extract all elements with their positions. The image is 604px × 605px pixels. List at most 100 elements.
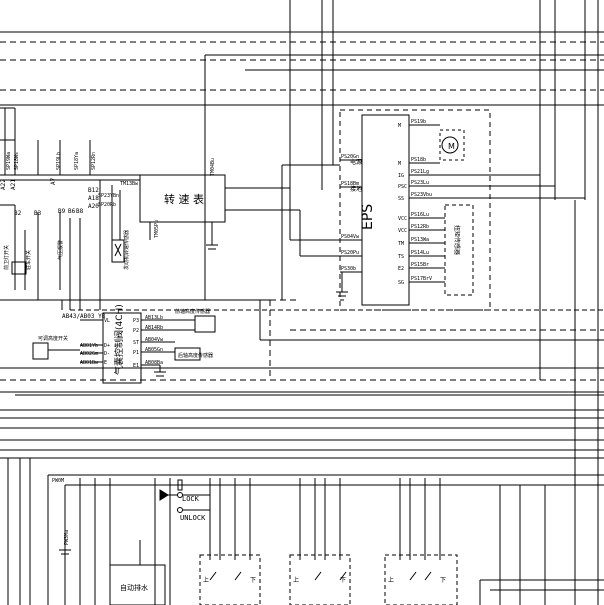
tachometer-wire-label: SP23YBn <box>98 193 119 199</box>
tachometer-pin-label: A18 <box>88 195 99 202</box>
eps-right-pin-name: E2 <box>398 266 404 272</box>
eps-right-pin-label: PS17BrV <box>411 276 432 282</box>
eps-left-pin-label: PS20Pu <box>341 250 359 256</box>
switch-box-1-down: 下 <box>250 577 256 584</box>
eps-left-function-label: 接地 <box>350 185 362 193</box>
bottom-wire-label-2: PW3Ma <box>64 530 70 545</box>
switch-box-3-up: 上 <box>388 576 394 584</box>
eps-right-pin-name: TS <box>398 254 404 260</box>
eps-right-pin-name: M <box>398 123 401 129</box>
eps-right-pin-name: PSC <box>398 184 407 190</box>
eps-left-pin-label: PS04Vw <box>341 234 360 240</box>
lower-left-pin-label: B3 <box>34 210 42 217</box>
air-ride-left-wire: AB01Bw <box>80 360 99 366</box>
eps-right-pin-label: PS23Vbu <box>411 192 432 198</box>
air-ride-left-pin: E <box>104 360 107 366</box>
air-ride-right-pin: E1 <box>133 363 139 369</box>
tachometer-wire-label: TM13Bw <box>120 181 139 187</box>
eps-right-pin-name: SS <box>398 196 404 202</box>
lower-left-pin-label: B6 <box>68 208 76 215</box>
eps-right-pin-label: PS16Lu <box>411 212 429 218</box>
eps-right-pin-label: PS19b <box>411 119 426 125</box>
switch-box-3-down: 下 <box>440 577 446 584</box>
eps-right-pin-name: TM <box>398 241 404 247</box>
air-ride-right-wire: AB14Rb <box>145 325 163 331</box>
eps-right-pin-name: VCC <box>398 216 407 222</box>
tachometer-pin-label: B12 <box>88 187 99 194</box>
switch-box-2-down: 下 <box>340 577 346 584</box>
air-ride-sensor-label: 可调高度开关 <box>38 335 68 342</box>
left-wire-label: SP19Wa <box>6 152 12 170</box>
eps-right-pin-name: M <box>398 161 401 167</box>
lower-left-component-label: 前卫灯开关 <box>3 245 10 270</box>
air-ride-sensor-label: 前轴高度传感器 <box>175 308 210 315</box>
left-wire-label: SP18Ya <box>74 152 80 170</box>
lower-left-pin-label: B8 <box>76 208 84 215</box>
lower-left-component-label: 发动机转速传感器 <box>123 230 130 270</box>
eps-label: EPS <box>360 204 376 230</box>
air-ride-right-wire: AB05Gn <box>145 347 163 353</box>
tachometer-wire-label: SP20Rb <box>98 202 116 208</box>
lower-left-pin-label: B9 <box>58 208 66 215</box>
eps-right-pin-label: PS13Wa <box>411 237 429 243</box>
switch-box-2-up: 上 <box>293 576 299 584</box>
air-ride-right-wire: AB08Ba <box>145 360 163 366</box>
eps-right-pin-name: SG <box>398 280 404 286</box>
eps-left-pin-label: PS18Bm <box>341 181 359 187</box>
tachometer-pin-label: A22 <box>0 179 7 190</box>
left-wire-label: SP18Ws <box>14 152 20 170</box>
switch-box-1-up: 上 <box>203 576 209 584</box>
motor-symbol: M <box>448 142 455 151</box>
torque-sensor-label: 扭矩传感器 <box>453 225 461 255</box>
air-ride-left-pin: VL <box>104 318 110 324</box>
eps-right-pin-label: PS14Lu <box>411 250 429 256</box>
air-ride-left-wire: AB01Yb <box>80 343 98 349</box>
air-ride-left-pins: VL D+ D- E <box>104 318 110 366</box>
eps-right-pin-label: PS18b <box>411 157 426 163</box>
tachometer-pin-label: A21 <box>10 179 17 190</box>
lock-label: LOCK <box>182 495 200 503</box>
left-wire-label: SP12Rn <box>91 152 97 170</box>
tachometer-wire-label: TM05Pu <box>154 220 160 238</box>
air-ride-left-pin: D+ <box>104 343 110 349</box>
bottom-wire-label-1: PW0M <box>52 478 64 484</box>
air-ride-left-wire: AB02Gm <box>80 351 98 357</box>
air-ride-valve-label: 气囊控制阀(4CH) <box>113 304 125 375</box>
lower-left-component-label: 驻车开关 <box>25 250 32 270</box>
air-ride-right-pin: P3 <box>133 318 139 324</box>
eps-left-function-label: 电源 <box>350 158 362 166</box>
tachometer-label: 转 速 表 <box>164 192 204 206</box>
air-ride-sensor-label: 后轴高度传感器 <box>178 352 213 359</box>
tachometer-wire-label: TM04Bu <box>210 158 216 176</box>
eps-right-pin-label: PS21Lg <box>411 169 429 175</box>
lower-left-component-labels: 前卫灯开关 驻车开关 气压报警 发动机转速传感器 <box>3 230 130 270</box>
eps-right-pin-name: IG <box>398 173 404 179</box>
eps-right-pin-label: PS12Rb <box>411 224 429 230</box>
air-ride-right-pin: ST <box>133 340 139 346</box>
eps-right-pin-label: PS23Lu <box>411 180 429 186</box>
eps-left-pin-label: PS20Gn <box>341 154 359 160</box>
lower-left-component-label: 气压报警 <box>57 240 64 260</box>
auto-drain-label: 自动排水 <box>120 583 148 592</box>
lower-left-pin-label: AB43/AB03 YB <box>62 313 106 320</box>
lower-left-pin-label: B2 <box>14 210 22 217</box>
air-ride-right-wire: AB13Lb <box>145 315 163 321</box>
air-ride-right-pin: P2 <box>133 328 139 334</box>
eps-right-pin-label: PS15Br <box>411 262 429 268</box>
left-wire-label: SP19Lb <box>56 152 62 170</box>
eps-right-pin-name: VCC <box>398 228 407 234</box>
tachometer-pin-label: A20 <box>88 203 99 210</box>
air-ride-left-pin: D- <box>104 351 110 357</box>
